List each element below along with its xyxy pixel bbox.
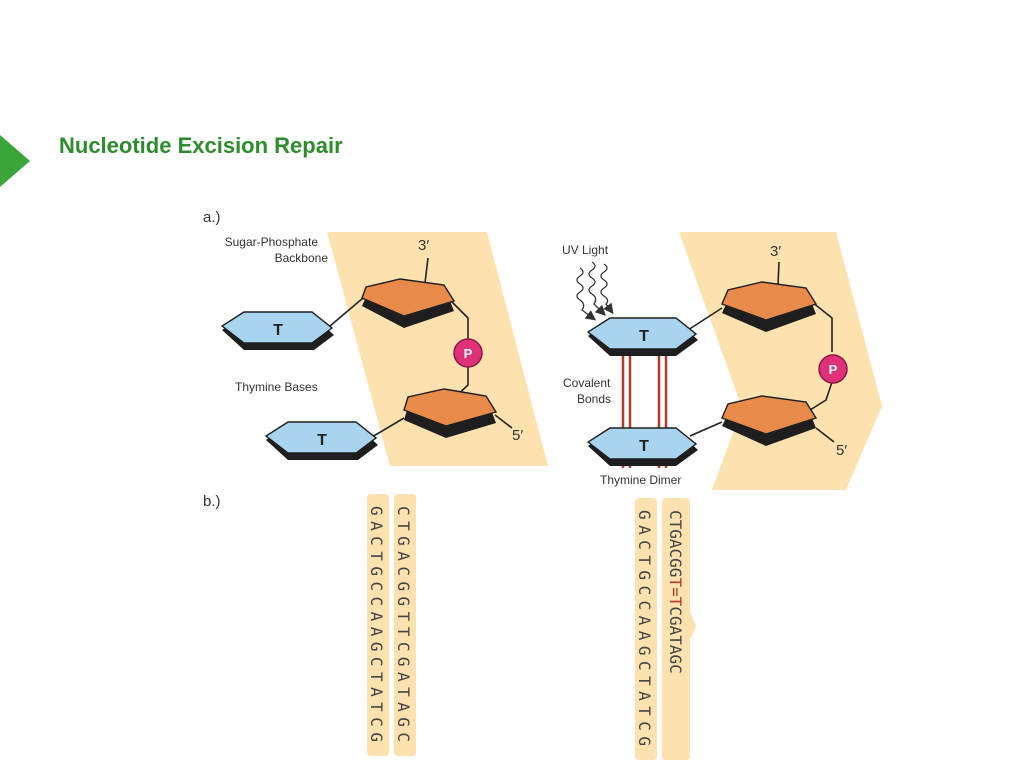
phosphate-circle-right: P xyxy=(818,354,848,384)
backbone-connectors-right xyxy=(687,261,835,443)
uv-light-arrows-icon xyxy=(576,261,614,321)
dimer-top-letter: T xyxy=(639,328,649,345)
thymine-base-bottom-left: T xyxy=(264,421,378,460)
phosphate-circle-left: P xyxy=(453,338,483,368)
slide-bullet-arrow-icon xyxy=(0,135,30,187)
sequence-right-strand-2-dimer: T=T xyxy=(666,577,685,606)
prime-5-label-right: 5′ xyxy=(836,442,847,459)
dimer-bottom-letter: T xyxy=(639,438,649,455)
strand-bg-left-1 xyxy=(367,494,389,756)
thymine-dimer-base-top: T xyxy=(586,317,698,356)
strand-bg-right-1 xyxy=(635,498,657,760)
slide-title: Nucleotide Excision Repair xyxy=(59,133,343,158)
sequence-right-strand-2: CTGACGGT=TCGATAGC xyxy=(666,510,685,674)
sugar-pentagon-top-right xyxy=(721,281,818,332)
prime-3-label-right: 3′ xyxy=(770,243,781,260)
backbone-band-right xyxy=(679,232,882,490)
sugar-pentagon-bottom-right xyxy=(721,395,818,446)
thymine-dimer-label: Thymine Dimer xyxy=(600,473,681,487)
panel-a-label: a.) xyxy=(203,209,221,226)
backbone-label-line1: Sugar-Phosphate xyxy=(225,235,319,249)
phosphate-label-right: P xyxy=(829,362,838,377)
sugar-pentagon-top-left xyxy=(361,278,456,328)
base-bottom-letter-left: T xyxy=(317,432,327,449)
prime-5-label-left: 5′ xyxy=(512,427,523,444)
covalent-bonds-label-line1: Covalent xyxy=(563,376,611,390)
strand-bg-right-2 xyxy=(662,498,696,760)
sugar-pentagon-bottom-left xyxy=(403,388,498,438)
sequence-right-strand-2-after: CGATAGC xyxy=(666,606,685,673)
thymine-bases-label: Thymine Bases xyxy=(235,380,318,394)
covalent-bonds-label-line2: Bonds xyxy=(577,392,611,406)
thymine-base-top-left: T xyxy=(220,311,334,350)
base-top-letter-left: T xyxy=(273,322,283,339)
strand-bg-left-2 xyxy=(394,494,416,756)
thymine-dimer-base-bottom: T xyxy=(586,427,698,466)
panel-b-label: b.) xyxy=(203,493,221,510)
backbone-label-line2: Backbone xyxy=(275,251,329,265)
prime-3-label-left: 3′ xyxy=(418,237,429,254)
uv-light-label: UV Light xyxy=(562,243,609,257)
sequence-right-strand-2-before: CTGACGG xyxy=(666,510,685,577)
phosphate-label-left: P xyxy=(464,346,473,361)
